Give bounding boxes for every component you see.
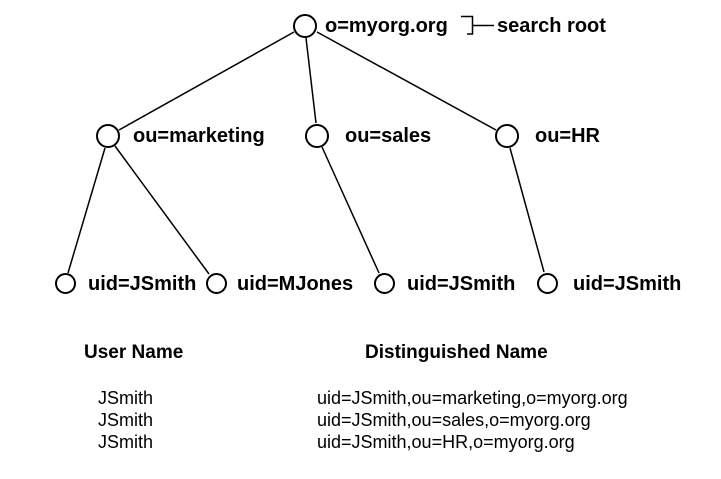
column-header-distinguished-name: Distinguished Name [365, 342, 548, 363]
node-circle-ou-sales [305, 124, 329, 148]
distinguished-name-cell: uid=JSmith,ou=marketing,o=myorg.org [317, 388, 628, 408]
node-label-root: o=myorg.org [325, 15, 448, 37]
edge-root-to-marketing [118, 31, 295, 131]
user-name-cell: JSmith [98, 388, 154, 408]
user-name-cell: JSmith [98, 410, 154, 430]
edge-marketing-to-mjones [114, 145, 210, 275]
node-label-uid-jsmith-marketing: uid=JSmith [88, 273, 197, 295]
node-circle-ou-hr [495, 124, 519, 148]
node-label-ou-sales: ou=sales [345, 125, 432, 147]
node-circle-ou-marketing [96, 124, 120, 148]
user-name-cell: JSmith [98, 432, 154, 452]
search-root-annotation: search root [497, 15, 606, 37]
node-label-ou-hr: ou=HR [535, 125, 600, 147]
node-label-ou-marketing: ou=marketing [133, 125, 265, 147]
node-label-uid-jsmith-sales: uid=JSmith [407, 273, 516, 295]
node-circle-root [293, 14, 317, 38]
distinguished-name-cell: uid=JSmith,ou=HR,o=myorg.org [317, 432, 575, 452]
edge-marketing-to-jsmith [67, 147, 106, 274]
search-root-bracket [461, 15, 474, 35]
edge-root-to-hr [316, 31, 497, 131]
distinguished-name-cell: uid=JSmith,ou=sales,o=myorg.org [317, 410, 591, 430]
node-circle-uid-jsmith-sales [374, 273, 395, 294]
column-header-user-name: User Name [84, 342, 184, 363]
node-label-uid-jsmith-hr: uid=JSmith [573, 273, 682, 295]
node-circle-uid-jsmith-marketing [55, 273, 76, 294]
edge-hr-to-jsmith [509, 147, 545, 273]
edge-sales-to-jsmith [321, 146, 380, 274]
edge-root-to-sales [305, 37, 317, 124]
node-circle-uid-jsmith-hr [537, 273, 558, 294]
node-circle-uid-mjones [206, 273, 227, 294]
node-label-uid-mjones: uid=MJones [237, 273, 354, 295]
